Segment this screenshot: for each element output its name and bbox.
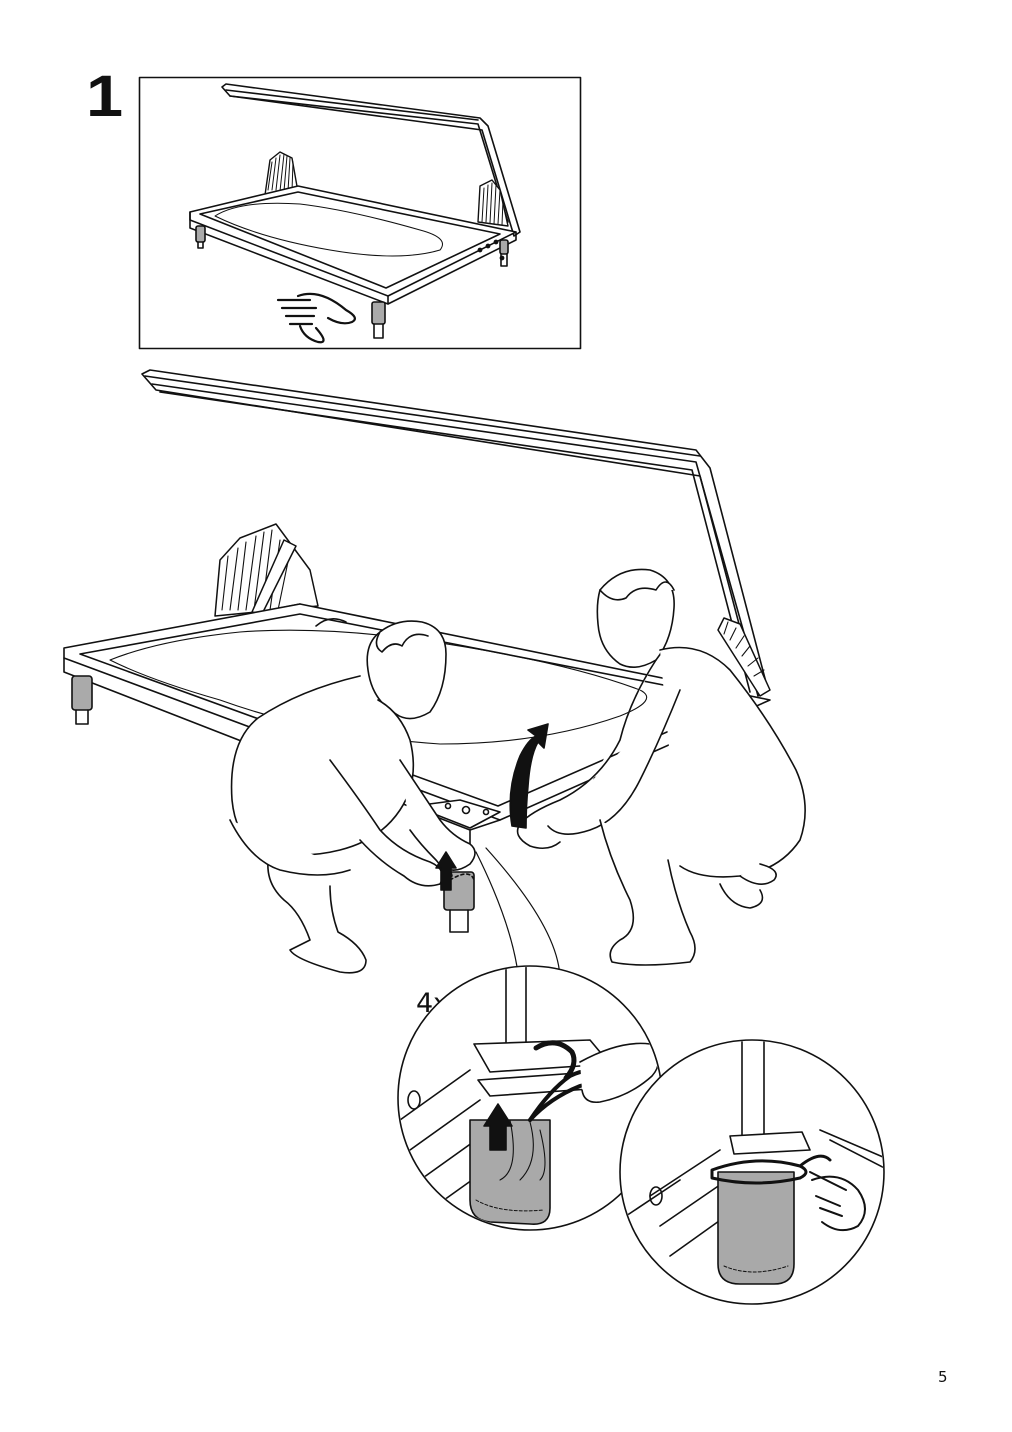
lift-mechanism-right bbox=[717, 617, 771, 697]
curved-up-arrow-icon bbox=[509, 723, 549, 829]
step-1-inset-panel bbox=[138, 76, 582, 350]
step-number: 1 bbox=[86, 64, 123, 129]
person-right bbox=[516, 568, 806, 966]
detail-circle-tied bbox=[619, 1039, 885, 1305]
up-arrow-icon bbox=[435, 851, 457, 891]
inset-legs bbox=[195, 225, 509, 339]
page-number: 5 bbox=[938, 1368, 948, 1386]
inset-lift-mechanism-right bbox=[477, 179, 509, 227]
detail-circle-strap bbox=[397, 965, 663, 1231]
bed-legs bbox=[71, 675, 475, 933]
main-bed-scene bbox=[63, 369, 806, 1001]
pointing-hand-icon bbox=[276, 292, 356, 344]
inset-bed-frame bbox=[189, 185, 517, 305]
person-left bbox=[229, 620, 476, 974]
bed-lid bbox=[141, 369, 769, 697]
